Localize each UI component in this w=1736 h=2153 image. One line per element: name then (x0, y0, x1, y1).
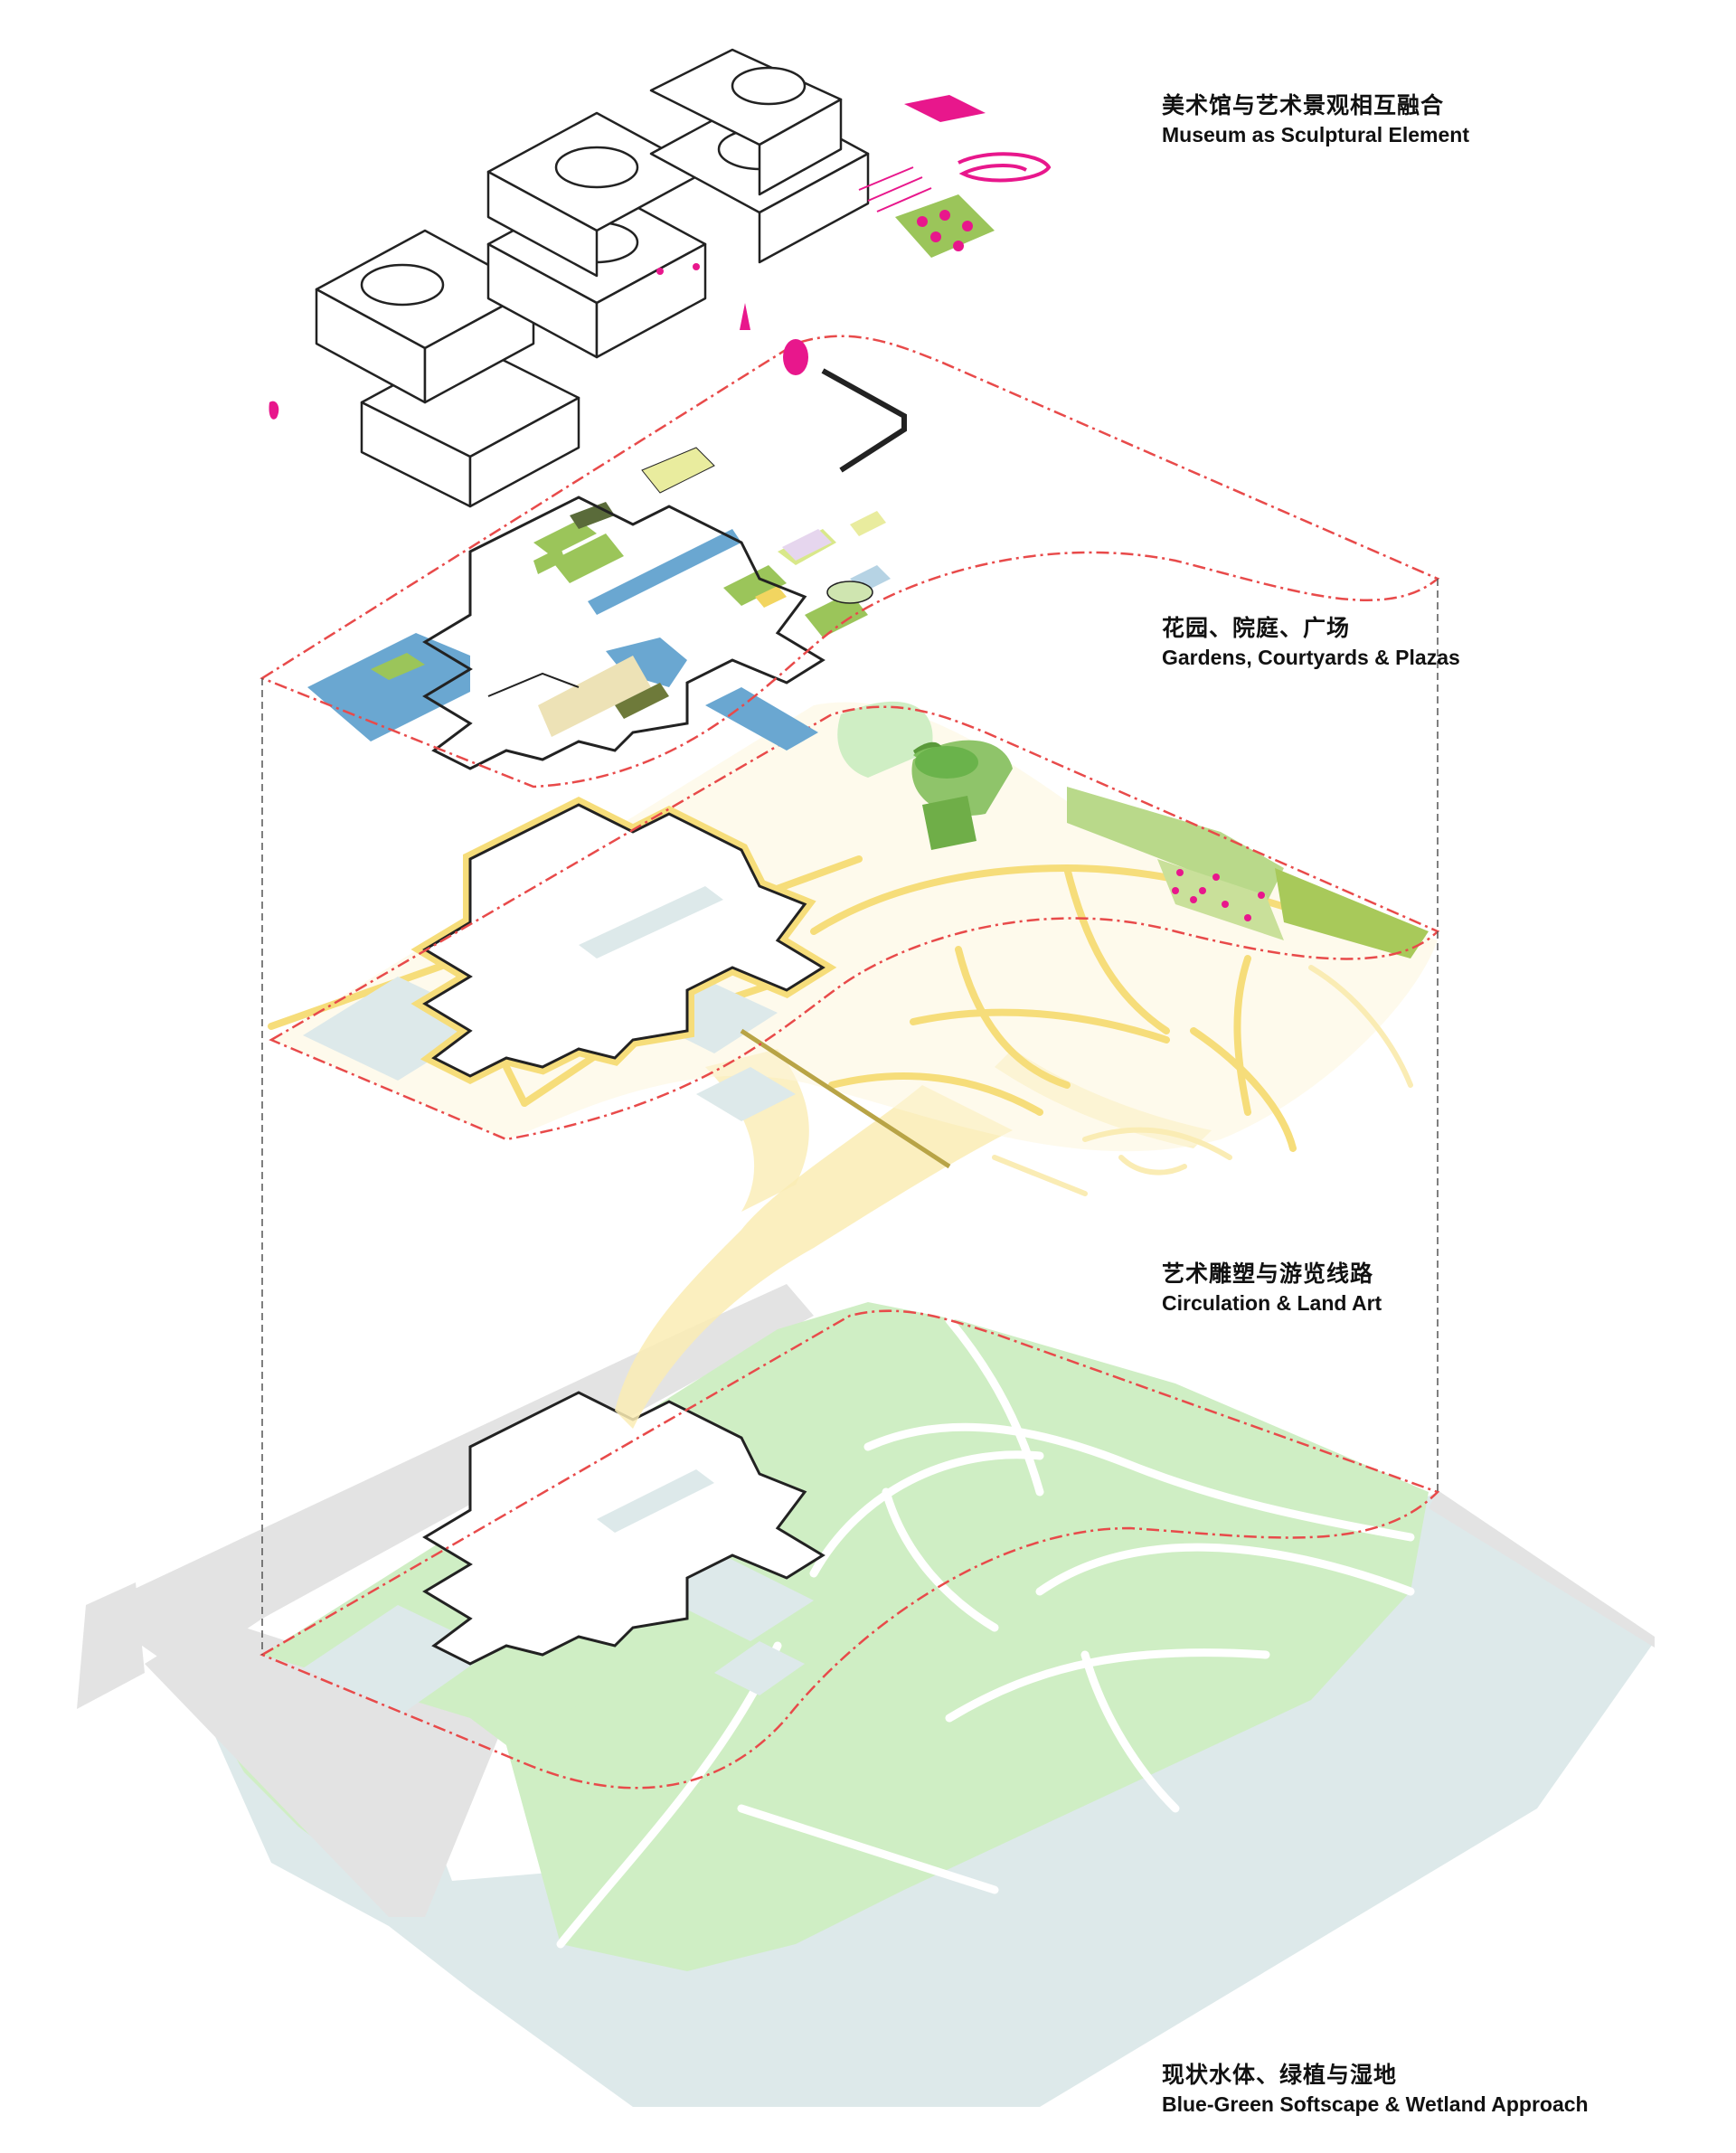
garden-pink-field (1157, 859, 1284, 940)
garden-pool-southeast (705, 687, 818, 751)
site-green-south (506, 1573, 995, 1944)
garden-patch-lavender (782, 529, 832, 561)
sculpture-lines (858, 166, 932, 212)
garden-patch-west-a (533, 520, 597, 556)
layer-label-museum: 美术馆与艺术景观相互融合 Museum as Sculptural Elemen… (1162, 90, 1469, 148)
garden-pool-south (606, 637, 687, 687)
garden-patch-west-b (552, 534, 624, 583)
base-pond-south (714, 1641, 805, 1695)
circulation-layer (268, 701, 1440, 1429)
garden-patch-dark (570, 502, 615, 529)
projection-lines (261, 579, 1439, 1655)
garden-pool-west (307, 633, 470, 741)
garden-building-outline (422, 496, 826, 770)
sculpture-figure (269, 401, 279, 420)
layer-label-circulation: 艺术雕塑与游览线路 Circulation & Land Art (1162, 1259, 1382, 1317)
base-pond-west (303, 1605, 493, 1714)
layer-title-en: Circulation & Land Art (1162, 1291, 1382, 1315)
garden-patch-olive (533, 547, 565, 574)
garden-terrace (487, 672, 580, 697)
layer-title-en: Blue-Green Softscape & Wetland Approach (1162, 2092, 1589, 2116)
circulation-track (740, 1028, 951, 1169)
art-sculptures (269, 95, 1052, 420)
base-paths (556, 1316, 1415, 1949)
garden-site-boundary (259, 335, 1440, 788)
layer-label-wetland: 现状水体、绿植与湿地 Blue-Green Softscape & Wetlan… (1162, 2060, 1589, 2118)
garden-pink-dots (1172, 869, 1265, 921)
circulation-pool-south (696, 1067, 796, 1121)
garden-meadow-north (837, 701, 933, 778)
layer-title-zh: 现状水体、绿植与湿地 (1162, 2062, 1398, 2088)
garden-pool-west-lawn (371, 653, 425, 680)
layer-title-zh: 艺术雕塑与游览线路 (1162, 1261, 1374, 1287)
garden-pool-center (588, 529, 741, 615)
sculpture-comb (904, 95, 986, 122)
museum-layer (315, 48, 870, 508)
museum-volume-west (315, 229, 535, 404)
circulation-site-boundary (269, 705, 1440, 1141)
garden-patch-north (641, 447, 715, 494)
garden-meadow-strip (1067, 787, 1284, 904)
layer-label-gardens: 花园、院庭、广场 Gardens, Courtyards & Plazas (1162, 613, 1460, 671)
sculpture-tower (783, 339, 808, 375)
layer-title-en: Museum as Sculptural Element (1162, 123, 1469, 146)
garden-meadow-east (1275, 868, 1429, 958)
circulation-flow-ribbon (615, 1085, 1013, 1429)
layer-title-zh: 花园、院庭、广场 (1162, 615, 1351, 641)
road-east (1429, 1490, 1655, 1648)
garden-dark-path (821, 368, 907, 473)
base-courtyard (597, 1469, 714, 1533)
sculpture-fingerprint (958, 152, 1052, 183)
gardens-layer (259, 335, 1440, 788)
base-layer-softscape (77, 1284, 1655, 2107)
museum-volume-top (649, 48, 843, 196)
garden-topiary (915, 746, 978, 779)
circulation-courtyard (579, 886, 723, 958)
layer-title-zh: 美术馆与艺术景观相互融合 (1162, 92, 1445, 118)
garden-ellipse-green (826, 581, 873, 604)
sculpture-dot-field (895, 194, 995, 258)
garden-patch-stone (538, 656, 651, 737)
garden-patch-yellow (755, 586, 787, 608)
base-site-boundary (259, 1309, 1440, 1789)
garden-patch-paving (615, 683, 669, 719)
circulation-paths-light (992, 965, 1413, 1196)
garden-lawn-small (922, 796, 976, 850)
museum-volume-south (360, 342, 580, 508)
garden-patch-small (850, 511, 886, 536)
layer-title-en: Gardens, Courtyards & Plazas (1162, 646, 1460, 669)
garden-patch-east-a (723, 565, 787, 606)
road-west (77, 1582, 145, 1709)
sculpture-cone (740, 303, 750, 330)
